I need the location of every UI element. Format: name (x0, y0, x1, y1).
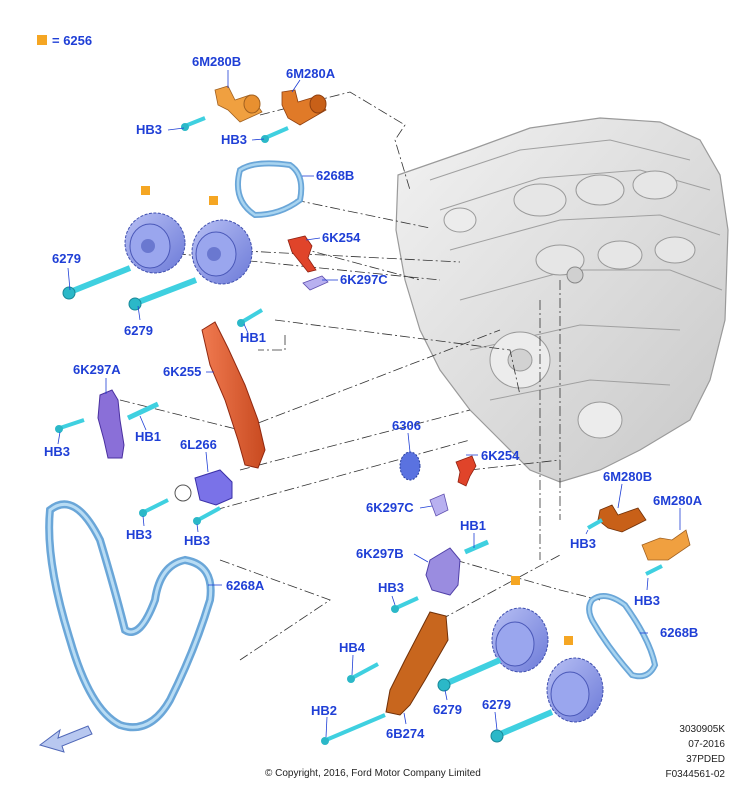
label-hb3-r2: HB3 (634, 593, 660, 608)
bolt-hb3-l1 (139, 498, 169, 517)
label-6k254-top: 6K254 (322, 230, 361, 245)
ref-code-2: 07-2016 (688, 739, 725, 750)
gear-6256-top-right (191, 219, 253, 285)
guide-6k255 (201, 321, 266, 469)
label-6m280b-bot: 6M280B (603, 469, 652, 484)
label-6306: 6306 (392, 418, 421, 433)
label-hb3-r1: HB3 (570, 536, 596, 551)
label-6268a: 6268A (226, 578, 265, 593)
label-hb3-l1: HB3 (126, 527, 152, 542)
label-6k297a: 6K297A (73, 362, 121, 377)
bolt-hb3-top1 (181, 116, 206, 131)
sensor-6m280b-bot (597, 504, 647, 533)
belt-6268b-top (234, 160, 305, 219)
legend-label: = 6256 (52, 33, 92, 48)
label-6b274: 6B274 (386, 726, 425, 741)
label-6279-a: 6279 (52, 251, 81, 266)
label-hb3-mid: HB3 (378, 580, 404, 595)
front-arrow-icon (38, 725, 93, 753)
legend-marker-top2 (209, 196, 218, 205)
belt-6268a (45, 500, 215, 732)
label-6268b-top: 6268B (316, 168, 354, 183)
bolt-hb2 (321, 713, 386, 745)
tensioner-6k254-bot (455, 455, 477, 487)
gear-6256-top-left (124, 212, 186, 274)
label-6k297c-top: 6K297C (340, 272, 388, 287)
bolt-hb3-top2 (261, 126, 289, 143)
label-hb1-top: HB1 (240, 330, 266, 345)
tensioner-6k254-top (287, 235, 317, 273)
gasket-6k297c-top (302, 275, 329, 291)
label-6l266: 6L266 (180, 437, 217, 452)
legend-marker-top1 (141, 186, 150, 195)
label-hb3-top1: HB3 (136, 122, 162, 137)
label-hb3-top2: HB3 (221, 132, 247, 147)
bolt-hb1-left (126, 401, 160, 421)
label-6k297c-bot: 6K297C (366, 500, 414, 515)
gasket-6k297c-bot (429, 493, 449, 517)
sensor-6m280a-top (281, 89, 327, 126)
engine-block (395, 117, 729, 483)
bolt-6279-c (437, 657, 502, 692)
bolt-6279-d (490, 709, 554, 743)
gear-6256-bot-left (491, 607, 549, 673)
legend-swatch (37, 35, 47, 45)
bolt-6279-b (128, 277, 198, 311)
belt-6268b-bot (586, 593, 659, 680)
label-6k297b: 6K297B (356, 546, 404, 561)
gear-6256-bot-right (546, 657, 604, 723)
ref-code-1: 3030905K (679, 724, 725, 735)
part-labels: 6M280B 6M280A HB3 HB3 6268B 6279 6279 6K… (44, 54, 703, 741)
label-hb4: HB4 (339, 640, 366, 655)
label-leaders (57, 70, 681, 738)
copyright-text: © Copyright, 2016, Ford Motor Company Li… (265, 768, 481, 779)
label-hb1-left: HB1 (135, 429, 161, 444)
bolt-hb3-l2 (193, 506, 221, 525)
bolt-hb3-r1 (587, 518, 603, 530)
label-hb2: HB2 (311, 703, 337, 718)
gear-6306 (399, 451, 421, 481)
bolt-hb1-bot (464, 539, 489, 555)
legend-marker-bot2 (564, 636, 573, 645)
legend: = 6256 (37, 33, 92, 48)
guide-6k297b (425, 547, 461, 596)
bolt-hb3-left (55, 418, 85, 433)
label-6279-d: 6279 (482, 697, 511, 712)
label-6m280a-bot: 6M280A (653, 493, 703, 508)
ref-code-3: 37PDED (686, 754, 725, 765)
bolt-hb3-r2 (645, 564, 663, 576)
label-6m280b-top: 6M280B (192, 54, 241, 69)
label-hb1-bot: HB1 (460, 518, 486, 533)
label-6k254-bot: 6K254 (481, 448, 520, 463)
label-6268b-bot: 6268B (660, 625, 698, 640)
tensioner-6l266 (174, 469, 233, 506)
label-6m280a-top: 6M280A (286, 66, 336, 81)
label-hb3-left: HB3 (44, 444, 70, 459)
label-6279-b: 6279 (124, 323, 153, 338)
bolt-hb4 (347, 662, 379, 683)
bolt-hb1-top (237, 308, 264, 327)
sensor-6m280b-top (214, 85, 263, 123)
legend-marker-bot1 (511, 576, 520, 585)
ref-code-4: F0344561-02 (665, 769, 726, 780)
bolt-hb3-mid (391, 596, 419, 613)
bolt-6279-a (62, 265, 132, 300)
label-6k255: 6K255 (163, 364, 201, 379)
label-hb3-l2: HB3 (184, 533, 210, 548)
guide-6k297a (97, 389, 125, 459)
guide-6b274 (385, 611, 449, 716)
sensor-6m280a-bot (641, 529, 691, 561)
label-6279-c: 6279 (433, 702, 462, 717)
leader-lines (119, 91, 601, 661)
